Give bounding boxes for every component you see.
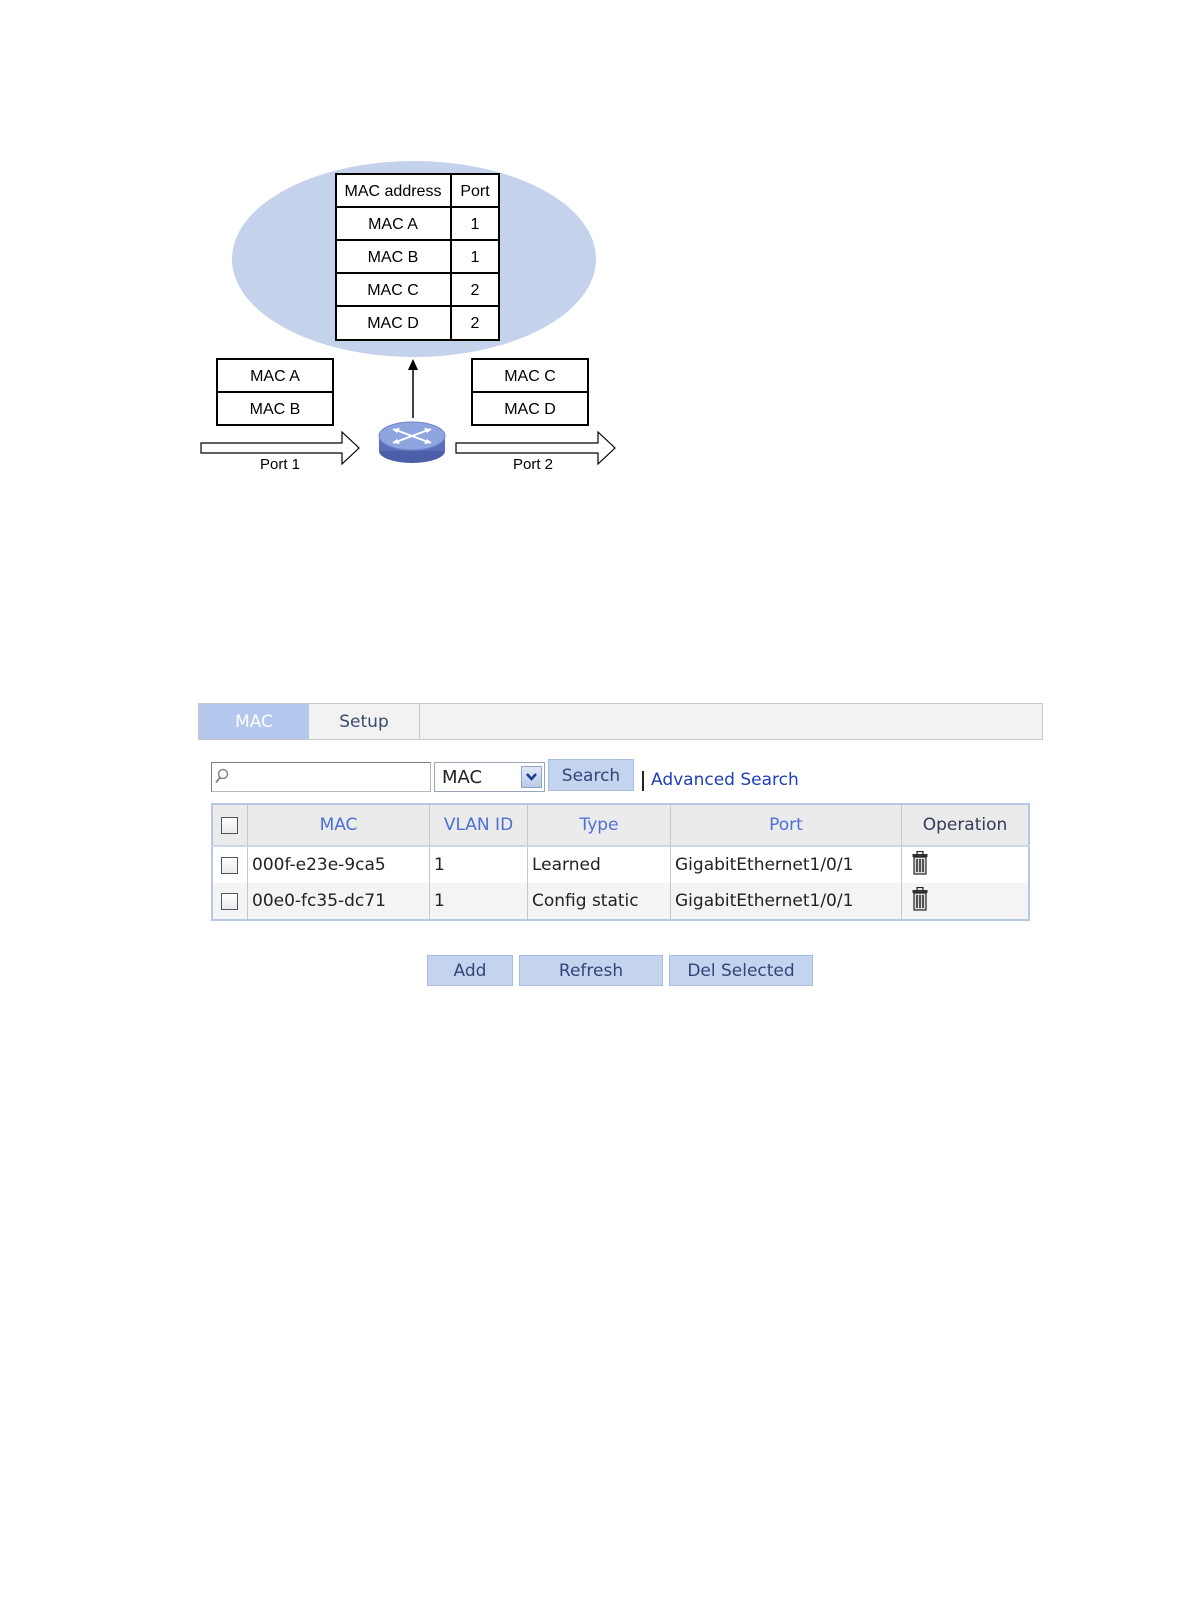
column-header-operation: Operation: [902, 804, 1030, 846]
row-checkbox[interactable]: [221, 893, 238, 910]
trash-icon[interactable]: [912, 887, 928, 916]
table-row: 000f-e23e-9ca5 1 Learned GigabitEthernet…: [212, 846, 1029, 883]
column-header-vlan[interactable]: VLAN ID: [430, 804, 528, 846]
table-header-row: MAC VLAN ID Type Port Operation: [212, 804, 1029, 846]
left-stack-item: MAC A: [250, 368, 300, 385]
cell-vlan: 1: [430, 883, 528, 920]
right-stack-item: MAC C: [504, 368, 556, 385]
tab-mac[interactable]: MAC: [199, 704, 309, 739]
cell-operation: [902, 846, 1030, 883]
cell-mac: 00e0-fc35-dc71: [248, 883, 430, 920]
port1-label: Port 1: [260, 456, 300, 473]
column-header-mac[interactable]: MAC: [248, 804, 430, 846]
search-field-select[interactable]: MAC: [434, 762, 545, 792]
column-header-port[interactable]: Port: [671, 804, 902, 846]
up-arrow-icon: [408, 359, 418, 418]
column-header-type[interactable]: Type: [528, 804, 671, 846]
search-button[interactable]: Search: [548, 759, 634, 791]
table-header-port: Port: [460, 183, 490, 200]
search-input-wrapper: [211, 762, 431, 792]
cell-type: Learned: [528, 846, 671, 883]
table-row-mac: MAC D: [367, 315, 419, 332]
cell-port: GigabitEthernet1/0/1: [671, 846, 902, 883]
divider: [642, 771, 644, 791]
add-button[interactable]: Add: [427, 955, 513, 986]
search-input[interactable]: [232, 766, 426, 790]
row-checkbox-cell: [212, 883, 248, 920]
select-all-checkbox[interactable]: [221, 817, 238, 834]
chevron-down-icon[interactable]: [521, 766, 542, 788]
select-all-cell: [212, 804, 248, 846]
cell-type: Config static: [528, 883, 671, 920]
table-row-mac: MAC A: [368, 216, 418, 233]
tab-bar: MAC Setup: [198, 703, 1043, 740]
tab-setup[interactable]: Setup: [309, 704, 420, 739]
table-row-mac: MAC C: [367, 282, 419, 299]
table-row-port: 2: [471, 315, 480, 332]
cell-mac: 000f-e23e-9ca5: [248, 846, 430, 883]
advanced-search-link[interactable]: Advanced Search: [651, 770, 799, 790]
mac-table: MAC VLAN ID Type Port Operation 000f-e23…: [211, 803, 1030, 921]
table-row-port: 2: [471, 282, 480, 299]
row-checkbox-cell: [212, 846, 248, 883]
switch-icon: [379, 422, 445, 463]
cell-operation: [902, 883, 1030, 920]
table-header-mac: MAC address: [345, 183, 442, 200]
row-checkbox[interactable]: [221, 857, 238, 874]
mac-learning-diagram: MAC address Port MAC A 1 MAC B 1 MAC C 2…: [0, 0, 1190, 500]
left-stack-item: MAC B: [250, 401, 301, 418]
trash-icon[interactable]: [912, 851, 928, 880]
search-field-value: MAC: [442, 767, 482, 788]
cell-vlan: 1: [430, 846, 528, 883]
delete-selected-button[interactable]: Del Selected: [669, 955, 813, 986]
table-row-mac: MAC B: [368, 249, 419, 266]
table-row-port: 1: [471, 216, 480, 233]
refresh-button[interactable]: Refresh: [519, 955, 663, 986]
port2-label: Port 2: [513, 456, 553, 473]
search-icon: [215, 768, 229, 789]
table-row-port: 1: [471, 249, 480, 266]
table-row: 00e0-fc35-dc71 1 Config static GigabitEt…: [212, 883, 1029, 920]
right-stack-item: MAC D: [504, 401, 556, 418]
cell-port: GigabitEthernet1/0/1: [671, 883, 902, 920]
